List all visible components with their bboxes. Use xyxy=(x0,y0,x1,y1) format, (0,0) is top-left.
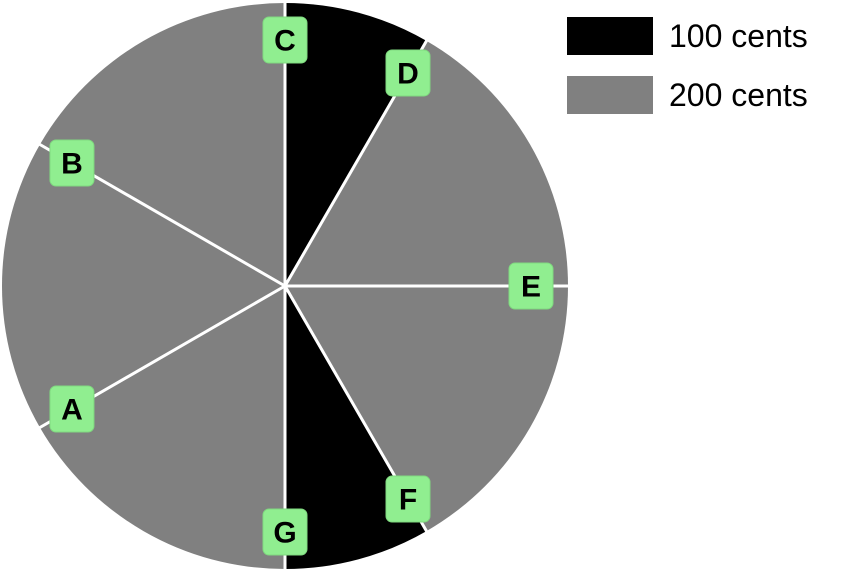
legend-item-100-cents: 100 cents xyxy=(567,17,808,55)
note-c-label: C xyxy=(274,25,296,58)
note-f-label: F xyxy=(399,484,417,517)
note-c-box xyxy=(262,16,308,64)
note-d-box xyxy=(385,49,431,97)
note-g-label: G xyxy=(273,517,296,550)
note-e-label: E xyxy=(521,271,541,304)
note-f-box xyxy=(385,475,431,523)
note-d-label: D xyxy=(397,57,419,90)
legend: 100 cents 200 cents xyxy=(567,17,808,135)
note-a-label: A xyxy=(61,394,83,427)
sector-e-to-f xyxy=(285,286,568,532)
note-f: F xyxy=(385,475,431,523)
legend-label-100-cents: 100 cents xyxy=(669,17,808,54)
sector-a-to-b xyxy=(1,144,285,428)
note-e: E xyxy=(508,262,554,310)
note-a: A xyxy=(49,385,95,433)
note-labels: C D E F G A B xyxy=(49,16,554,556)
legend-label-200-cents: 200 cents xyxy=(669,76,808,113)
note-b-box xyxy=(49,139,95,187)
note-a-box xyxy=(49,385,95,433)
sector-g-to-a xyxy=(39,286,285,569)
legend-swatch-200-cents xyxy=(567,76,653,114)
note-c: C xyxy=(262,16,308,64)
sector-d-to-e xyxy=(285,40,568,286)
note-d: D xyxy=(385,49,431,97)
legend-item-200-cents: 200 cents xyxy=(567,76,808,114)
note-g-box xyxy=(262,508,308,556)
legend-swatch-100-cents xyxy=(567,17,653,55)
note-b: B xyxy=(49,139,95,187)
note-b-label: B xyxy=(61,148,83,181)
note-e-box xyxy=(508,262,554,310)
sector-b-to-c xyxy=(39,3,285,286)
note-g: G xyxy=(262,508,308,556)
